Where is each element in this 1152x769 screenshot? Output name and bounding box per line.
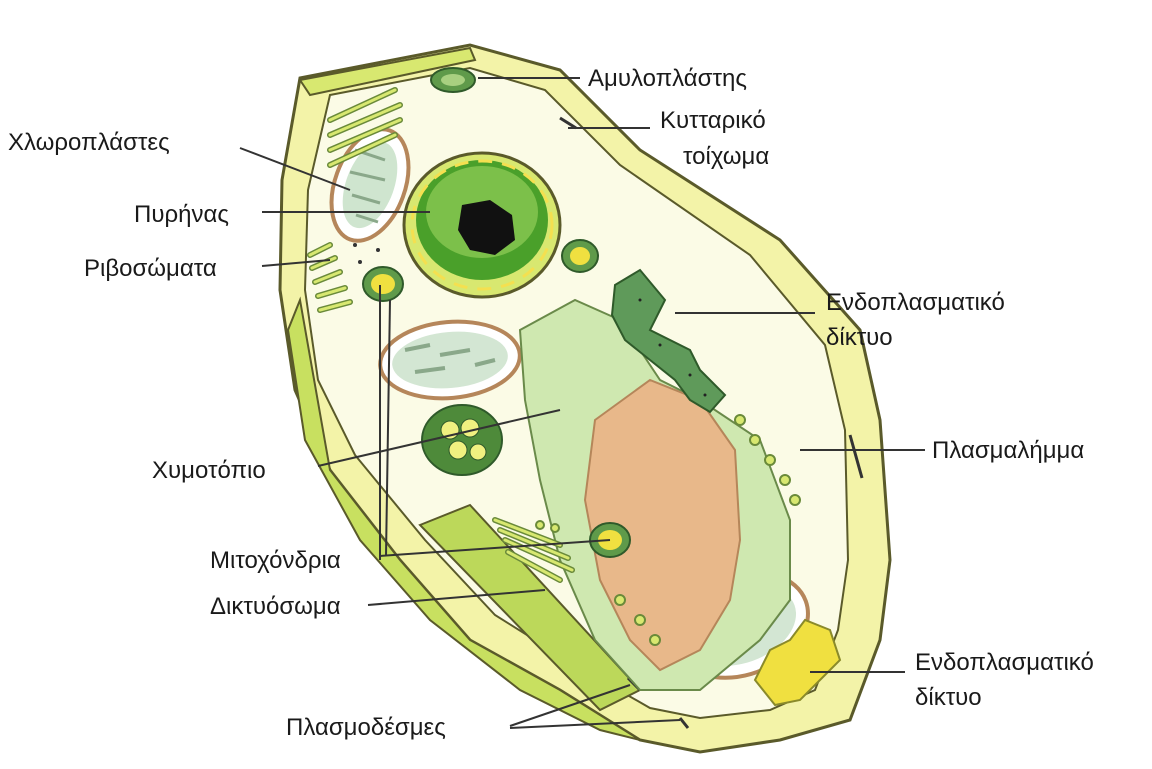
label-cell-wall-line2: τοίχωμα bbox=[683, 143, 769, 170]
label-er-bottom-line2: δίκτυο bbox=[915, 684, 982, 711]
label-amyloplast: Αμυλοπλάστης bbox=[588, 65, 747, 92]
label-er-bottom-line1: Ενδοπλασματικό bbox=[915, 649, 1094, 676]
label-nucleus: Πυρήνας bbox=[134, 201, 229, 228]
label-vacuole: Χυμοτόπιο bbox=[152, 457, 266, 484]
nucleus bbox=[404, 153, 560, 297]
mitochondrion-1 bbox=[363, 267, 403, 301]
label-er-top-line1: Ενδοπλασματικό bbox=[826, 289, 1005, 316]
label-plasma-membrane: Πλασμαλήμμα bbox=[932, 437, 1084, 464]
label-ribosomes: Ριβοσώματα bbox=[84, 255, 217, 282]
label-golgi: Δικτυόσωμα bbox=[210, 593, 341, 620]
amyloplast bbox=[431, 68, 475, 92]
label-cell-wall-line1: Κυτταρικό bbox=[660, 107, 766, 134]
label-mitochondria: Μιτοχόνδρια bbox=[210, 547, 341, 574]
label-er-top-line2: δίκτυο bbox=[826, 324, 893, 351]
label-plasmodesmata: Πλασμοδέσμες bbox=[286, 714, 446, 741]
mitochondrion-2 bbox=[562, 240, 598, 272]
label-chloroplasts: Χλωροπλάστες bbox=[8, 129, 170, 156]
